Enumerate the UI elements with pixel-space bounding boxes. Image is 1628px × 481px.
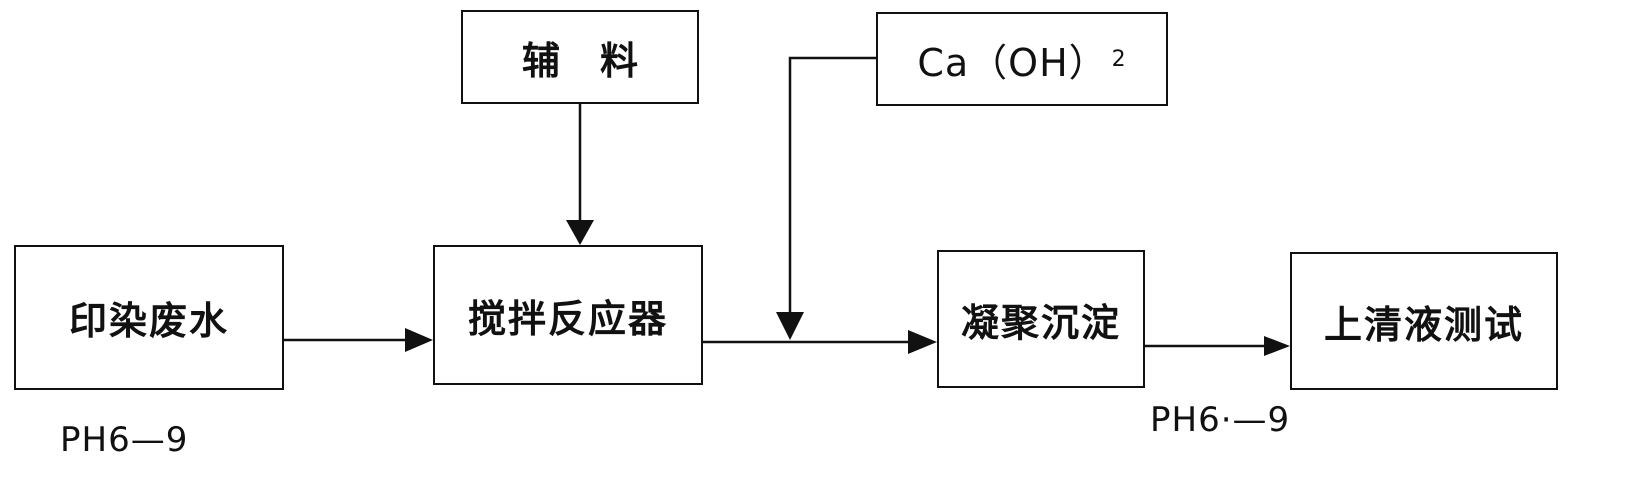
node-auxiliary-label: 辅料 [521,38,678,83]
line-caoh-feed [788,56,876,315]
arrowhead-auxiliary [566,220,594,245]
node-supernatant-test-label: 上清液测试 [1323,302,1524,347]
node-auxiliary: 辅料 [461,10,699,104]
arrowhead-reactor [908,330,937,354]
node-stirring-reactor: 搅拌反应器 [433,245,703,385]
node-calcium-hydroxide-subscript: 2 [1111,46,1127,72]
node-coagulation-sedimentation-label: 凝聚沉淀 [960,300,1121,345]
node-dye-wastewater: 印染废水 [14,245,284,390]
node-stirring-reactor-label: 搅拌反应器 [467,296,668,341]
node-coagulation-sedimentation: 凝聚沉淀 [937,250,1145,388]
arrowhead-caoh [776,312,804,340]
node-dye-wastewater-label: 印染废水 [68,299,229,343]
node-calcium-hydroxide-label: Ca（OH） [917,40,1108,85]
arrowhead-waste [405,328,433,352]
ph-outlet-label: PH6·—9 [1150,400,1291,440]
ph-inlet-label: PH6—9 [60,420,189,460]
arrowhead-coagulation [1264,336,1290,356]
node-calcium-hydroxide: Ca（OH）2 [876,12,1168,106]
node-supernatant-test: 上清液测试 [1290,252,1558,390]
